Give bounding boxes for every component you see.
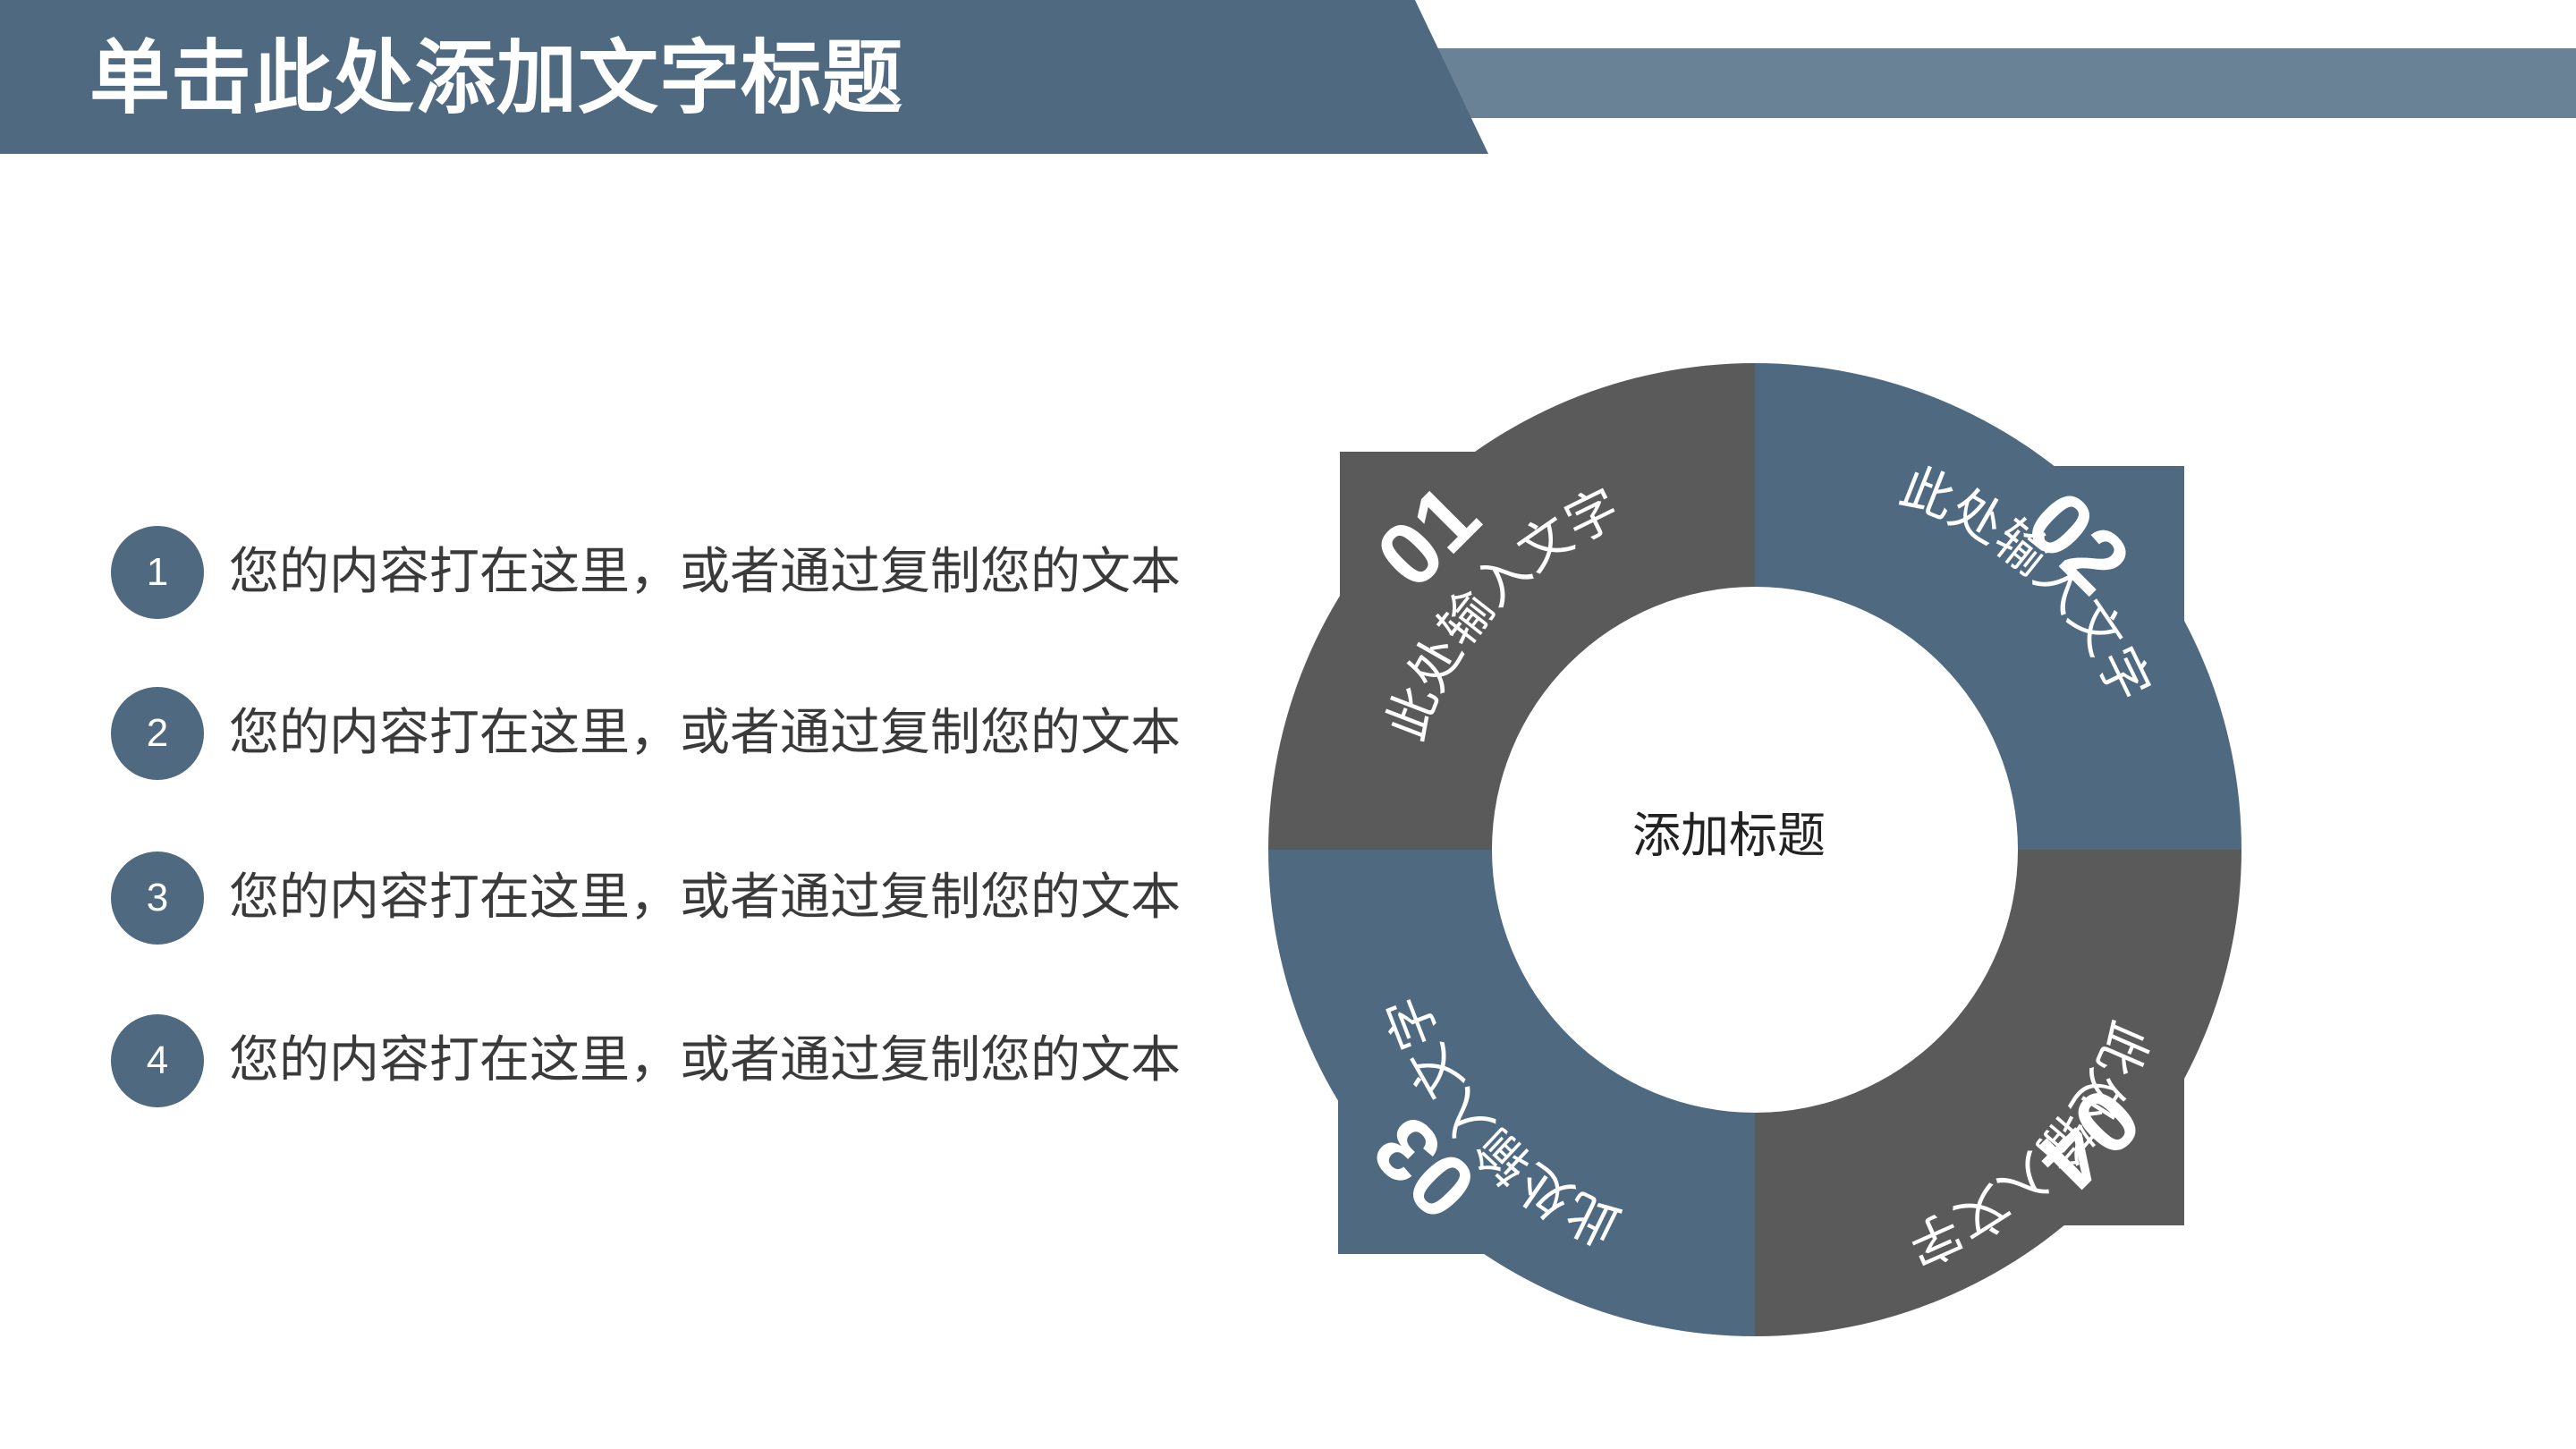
center-title[interactable]: 添加标题 [1632,808,1826,864]
list-item-number-badge: 1 [111,526,204,619]
list-item-number-badge: 4 [111,1014,204,1107]
header-banner [0,0,2576,154]
list-item-text[interactable]: 您的内容打在这里，或者通过复制您的文本 [229,543,1181,601]
header-title-band [0,0,1488,154]
header-accent-bar [1431,48,2576,118]
list-item-number-badge: 2 [111,687,204,780]
list-item: 1 您的内容打在这里，或者通过复制您的文本 [111,526,1274,619]
list-item: 3 您的内容打在这里，或者通过复制您的文本 [111,852,1274,945]
page-title[interactable]: 单击此处添加文字标题 [89,31,903,125]
list-item-text[interactable]: 您的内容打在这里，或者通过复制您的文本 [229,1031,1181,1089]
list-item: 4 您的内容打在这里，或者通过复制您的文本 [111,1014,1274,1107]
ring-center-hole [1492,587,2018,1113]
list-item: 2 您的内容打在这里，或者通过复制您的文本 [111,687,1274,780]
list-item-number-badge: 3 [111,852,204,945]
list-item-text[interactable]: 您的内容打在这里，或者通过复制您的文本 [229,704,1181,762]
list-item-text[interactable]: 您的内容打在这里，或者通过复制您的文本 [229,869,1181,927]
